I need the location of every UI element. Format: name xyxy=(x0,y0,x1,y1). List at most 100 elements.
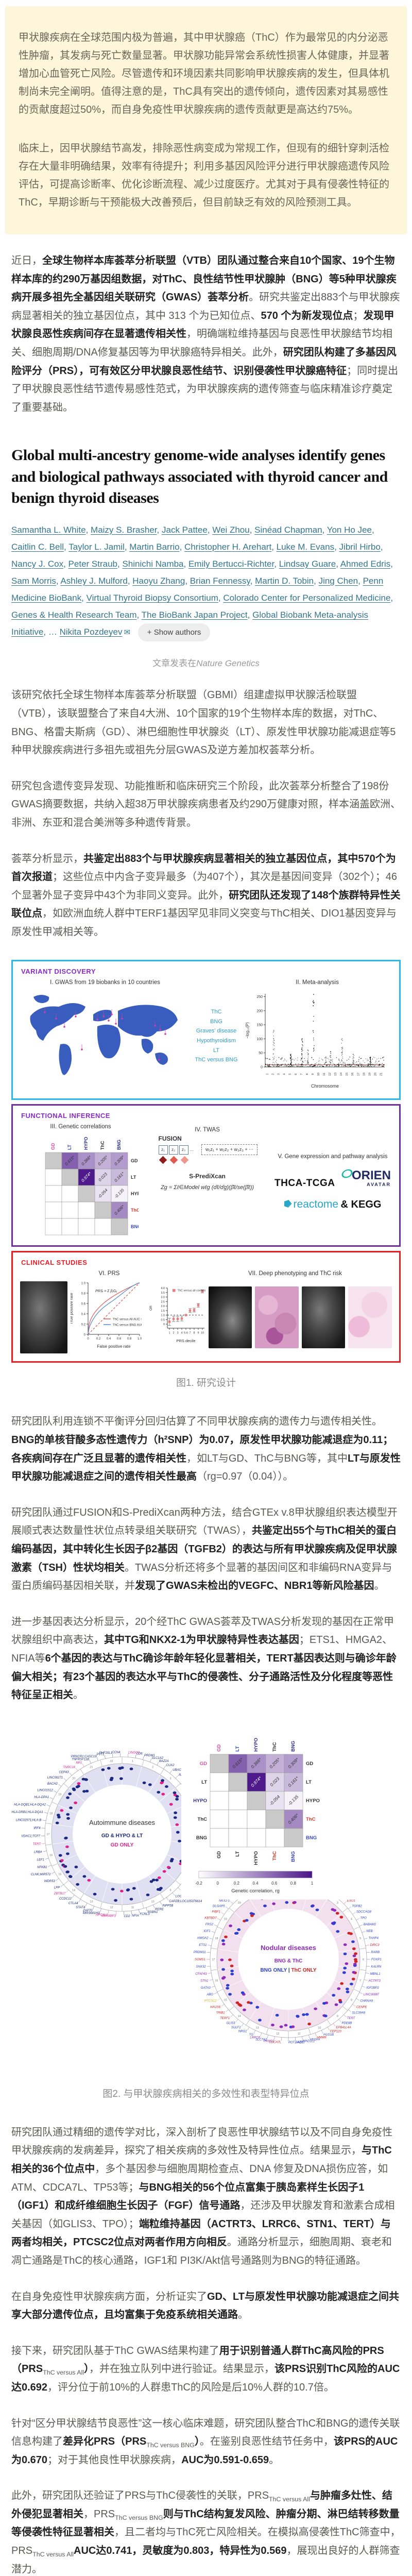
svg-text:EXO1: EXO1 xyxy=(347,1900,355,1903)
author-link[interactable]: Martin D. Tobin xyxy=(255,575,314,586)
article: 甲状腺疾病在全球范围内极为普遍，其中甲状腺癌（ThC）作为最常见的内分泌恶性肿瘤… xyxy=(0,6,412,2576)
author-link[interactable]: Lindsay Guare xyxy=(279,558,336,569)
svg-text:BNG: BNG xyxy=(290,1851,296,1862)
author-link[interactable]: Haoyu Zhang xyxy=(132,575,185,586)
author-link[interactable]: Ashley J. Mulford xyxy=(60,575,128,586)
author-link[interactable]: Peter Straub xyxy=(68,558,117,569)
svg-text:Nodular diseases: Nodular diseases xyxy=(261,1944,316,1952)
body-paragraph: 荟萃分析显示，共鉴定出883个与甲状腺疾病显著相关的独立基因位点，其中570个为… xyxy=(11,853,401,938)
show-authors-button[interactable]: + Show authors xyxy=(138,623,211,642)
fig1-panel1-title: I. GWAS from 19 biobanks in 10 countries xyxy=(50,979,160,986)
svg-text:19: 19 xyxy=(224,1918,227,1921)
svg-text:STAT4: STAT4 xyxy=(76,1906,85,1909)
author-link[interactable]: Nancy J. Cox xyxy=(11,558,64,569)
svg-text:HYPO: HYPO xyxy=(193,1798,207,1804)
svg-text:TNFRSF11B: TNFRSF11B xyxy=(72,1758,89,1761)
svg-text:9: 9 xyxy=(312,1074,315,1075)
reactome-icon xyxy=(284,1199,292,1208)
author-link[interactable]: Yon Ho Jee xyxy=(327,524,372,535)
svg-text:9: 9 xyxy=(169,1889,171,1892)
svg-text:HLA-DRB1;HLA-DQA1: HLA-DRB1;HLA-DQA1 xyxy=(12,1811,43,1814)
author-link[interactable]: Penn Medicine BioBank xyxy=(11,575,384,603)
svg-text:NEB: NEB xyxy=(366,1930,372,1933)
author-link[interactable]: Ahmed Edris xyxy=(340,558,391,569)
svg-text:TRIB1: TRIB1 xyxy=(216,2011,225,2014)
author-link[interactable]: Global Biobank Meta-analysis Initiative xyxy=(11,610,368,637)
svg-text:PRNCR1;CASC19: PRNCR1;CASC19 xyxy=(71,1755,97,1758)
author-link[interactable]: Emily Bertucci-Richter xyxy=(188,558,274,569)
author-link[interactable]: Shinichi Namba xyxy=(122,558,184,569)
author-link[interactable]: Sinéad Chapman xyxy=(254,524,322,535)
corresponding-author-link[interactable]: Nikita Pozdeyev xyxy=(59,627,123,637)
spredixcan-formula: Zg = Σℓ∈Model wℓg (σ̂ℓ/σ̂g)(β̂ℓ/se(β̂ℓ)) xyxy=(160,1184,254,1191)
svg-text:ThC: ThC xyxy=(272,1742,278,1752)
author-links[interactable]: Samantha L. White, Maizy S. Brasher, Jac… xyxy=(11,524,393,637)
svg-text:SGMS1: SGMS1 xyxy=(195,1958,205,1961)
author-link[interactable]: Taylor L. Jamil xyxy=(68,541,125,552)
fig1-functional-inference-panel: FUNCTIONAL INFERENCE III. Genetic correl… xyxy=(11,1104,401,1247)
author-link[interactable]: Colorado Center for Personalized Medicin… xyxy=(223,593,391,603)
email-icon[interactable]: ✉ xyxy=(124,628,131,637)
author-link[interactable]: Jing Chen xyxy=(318,575,358,586)
svg-text:PRDM1: PRDM1 xyxy=(144,1754,155,1757)
svg-text:19: 19 xyxy=(368,1073,371,1076)
svg-text:CENPE: CENPE xyxy=(356,2006,368,2009)
svg-text:0.8: 0.8 xyxy=(127,1337,132,1341)
svg-text:4: 4 xyxy=(283,1074,286,1075)
svg-text:STN1: STN1 xyxy=(200,1979,208,1982)
svg-text:17: 17 xyxy=(212,1958,215,1961)
svg-text:0: 0 xyxy=(84,1334,86,1337)
svg-text:TG: TG xyxy=(249,2033,254,2037)
body-paragraph: 研究包含遗传变异发现、功能推断和临床研究三个阶段，此次荟萃分析整合了198份GW… xyxy=(11,780,401,828)
svg-text:GD & HYPO & LT: GD & HYPO & LT xyxy=(101,1833,143,1839)
svg-text:HLA-DPA1: HLA-DPA1 xyxy=(34,1796,49,1799)
svg-text:MIR548F3: MIR548F3 xyxy=(101,1914,116,1918)
svg-text:0.8: 0.8 xyxy=(81,1293,86,1296)
author-link[interactable]: Brian Fennessy xyxy=(190,575,250,586)
svg-text:250: 250 xyxy=(256,995,263,999)
author-link[interactable]: Maizy S. Brasher xyxy=(91,524,157,535)
svg-text:8: 8 xyxy=(193,1332,195,1335)
author-link[interactable]: Virtual Thyroid Biopsy Consortium xyxy=(86,593,218,603)
author-link[interactable]: The BioBank Japan Project xyxy=(141,610,248,620)
svg-text:POT1-AS1: POT1-AS1 xyxy=(288,2041,303,2044)
author-link[interactable]: Jack Pattee xyxy=(161,524,208,535)
body-paragraph: 研究团队通过FUSION和S-PrediXcan两种方法，结合GTEx v.8甲… xyxy=(11,1506,398,1592)
svg-text:0.5: 0.5 xyxy=(161,1319,165,1322)
svg-text:10: 10 xyxy=(317,1073,320,1076)
fig1-box1-label: VARIANT DISCOVERY xyxy=(21,968,96,976)
body-paragraph: 进一步基因表达分析显示，20个经ThC GWAS荟萃及TWAS分析发现的基因在正… xyxy=(11,1616,397,1701)
body-paragraph: 此外，研究团队还验证了PRS与ThC侵袭性的关联，PRSThC versus A… xyxy=(11,2490,401,2575)
author-link[interactable]: Samantha L. White xyxy=(11,524,86,535)
twas-weights-formula: w₁z₁ + w₂z₂ + w₃z₃ + ⋯ xyxy=(201,1144,258,1156)
svg-text:RP1: RP1 xyxy=(76,1761,82,1765)
author-link[interactable]: Sam Morris xyxy=(11,575,56,586)
kegg-logo: & KEGG xyxy=(340,1198,382,1210)
svg-text:BAZ2A: BAZ2A xyxy=(159,1760,169,1763)
author-link[interactable]: Caitlin C. Bell xyxy=(11,541,64,552)
svg-text:2: 2 xyxy=(272,1074,275,1075)
svg-text:8: 8 xyxy=(351,1998,352,2002)
author-link[interactable]: Wei Zhou xyxy=(212,524,250,535)
svg-text:GD ONLY: GD ONLY xyxy=(111,1842,134,1848)
author-link[interactable]: Jibril Hirbo xyxy=(339,541,381,552)
author-link[interactable]: Luke M. Evans xyxy=(276,541,335,552)
svg-text:GD: GD xyxy=(50,1143,56,1150)
author-link[interactable]: Christopher H. Arehart xyxy=(184,541,272,552)
svg-text:BNG & ThC: BNG & ThC xyxy=(274,1958,302,1964)
svg-text:CTLA4: CTLA4 xyxy=(68,1902,78,1905)
orien-avatar-label: AVATAR xyxy=(367,1181,391,1187)
svg-text:2.0: 2.0 xyxy=(161,1306,165,1309)
svg-text:WDR53: WDR53 xyxy=(44,1880,56,1883)
svg-text:PDE8B: PDE8B xyxy=(341,2022,352,2025)
svg-text:CD2: CD2 xyxy=(124,1915,130,1918)
svg-text:BABAM2: BABAM2 xyxy=(364,1923,376,1926)
svg-text:SDCCAG8: SDCCAG8 xyxy=(356,1910,372,1913)
svg-text:-0.2: -0.2 xyxy=(195,1881,202,1886)
author-link[interactable]: Martin Barrio xyxy=(129,541,180,552)
author-link[interactable]: Genes & Health Research Team xyxy=(11,610,137,620)
journal-name: Nature Genetics xyxy=(196,658,260,669)
svg-text:5: 5 xyxy=(359,1937,361,1940)
svg-text:MIR3681HG: MIR3681HG xyxy=(83,1912,100,1915)
svg-text:LPP: LPP xyxy=(54,1886,60,1889)
